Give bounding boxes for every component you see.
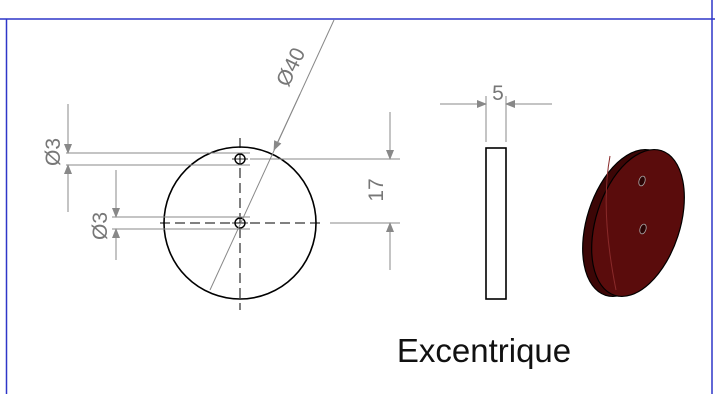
isometric-view [582,148,685,298]
hole-spacing-dimension: 17 [250,112,400,270]
iso-top-hole [638,175,646,187]
hole-spacing-label: 17 [365,178,388,201]
iso-center-hole [639,223,647,235]
top-hole-diameter-label: Ø3 [42,138,65,166]
center-hole-diameter-dimension: Ø3 [89,170,250,260]
side-view-outline [485,147,507,300]
side-view: 5 [440,82,552,300]
top-hole-diameter-dimension: Ø3 [42,104,250,212]
front-view [160,138,325,310]
diameter-40-dimension: Ø40 [209,19,335,291]
part-title: Excentrique [397,332,571,369]
center-hole-diameter-label: Ø3 [89,212,112,240]
thickness-label: 5 [492,82,504,105]
